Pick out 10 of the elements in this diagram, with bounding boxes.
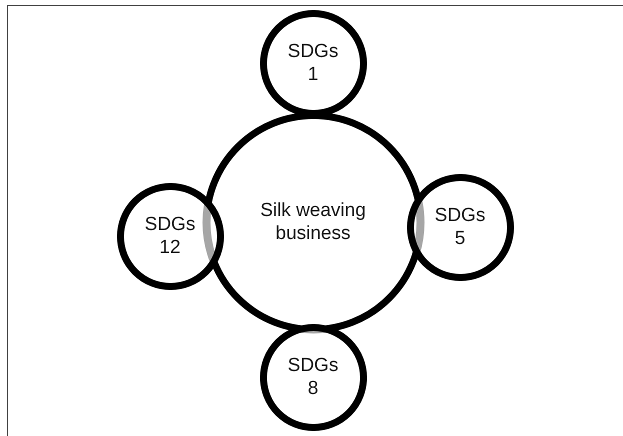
node-label: SDGs 8 [286, 354, 340, 400]
node-label: SDGs 12 [144, 213, 196, 259]
circle-node [260, 10, 366, 116]
circle-node [406, 174, 514, 280]
node-label: SDGs 5 [434, 204, 486, 250]
circle-node [260, 324, 366, 430]
circle-node [202, 112, 424, 332]
node-label: Silk weaving business [259, 199, 367, 245]
node-label: SDGs 1 [286, 40, 340, 86]
circle-node [116, 182, 224, 290]
